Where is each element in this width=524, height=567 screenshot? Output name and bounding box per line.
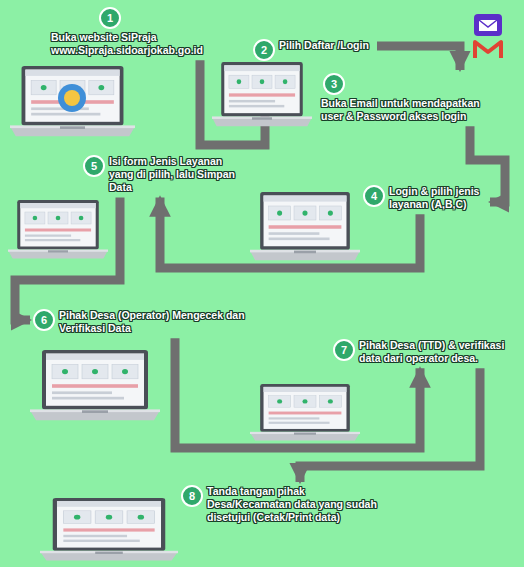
step-text: Buka Email untuk mendapatkan user & Pass…	[321, 97, 487, 123]
laptop-illustration	[8, 200, 108, 259]
callout-number: 6	[33, 309, 55, 331]
mail-icon	[474, 14, 502, 36]
step-text: Tanda tangan pihak Desa/Kecamatan data y…	[207, 485, 385, 524]
step-node: 3Buka Email untuk mendapatkan user & Pas…	[318, 70, 490, 126]
laptop-illustration	[250, 384, 360, 441]
step-text: Pilih Daftar /Login	[279, 39, 374, 52]
step-text: Login & pilih jenis layanan (A,B,C)	[389, 185, 487, 211]
callout-number: 1	[99, 7, 121, 29]
callout-number: 2	[253, 39, 275, 61]
step-text: Pihak Desa (TTD) & verifikasi data dari …	[359, 339, 505, 365]
step-text: Isi form Jenis Layanan yang di pilih, la…	[109, 155, 237, 194]
step-node: 6Pihak Desa (Operator) Mengecek dan Veri…	[30, 306, 260, 338]
callout-number: 7	[333, 339, 355, 361]
step-text: Buka website SiPraja www.Sipraja.sidoarj…	[51, 31, 240, 57]
step-node: 2 Pilih Daftar /Login	[250, 36, 377, 64]
laptop-illustration	[40, 498, 178, 560]
callout-number: 3	[323, 73, 345, 95]
laptop-illustration	[10, 66, 135, 136]
gmail-icon	[475, 42, 501, 58]
step-node: 4Login & pilih jenis layanan (A,B,C)	[360, 182, 490, 214]
step-text: Pihak Desa (Operator) Mengecek dan Verif…	[59, 309, 257, 335]
laptop-illustration	[212, 62, 312, 126]
logo-icon	[64, 90, 80, 106]
laptop-illustration	[250, 192, 360, 260]
laptop-illustration	[30, 350, 160, 420]
logo-icon	[58, 84, 86, 112]
callout-number: 5	[83, 155, 105, 177]
step-node: 8Tanda tangan pihak Desa/Kecamatan data …	[178, 482, 388, 527]
step-node: 1Buka website SiPraja www.Sipraja.sidoar…	[48, 4, 243, 60]
callout-number: 4	[363, 185, 385, 207]
step-node: 5Isi form Jenis Layanan yang di pilih, l…	[80, 152, 240, 197]
flow-band	[377, 46, 460, 70]
step-node: 7Pihak Desa (TTD) & verifikasi data dari…	[330, 336, 508, 368]
callout-number: 8	[181, 485, 203, 507]
